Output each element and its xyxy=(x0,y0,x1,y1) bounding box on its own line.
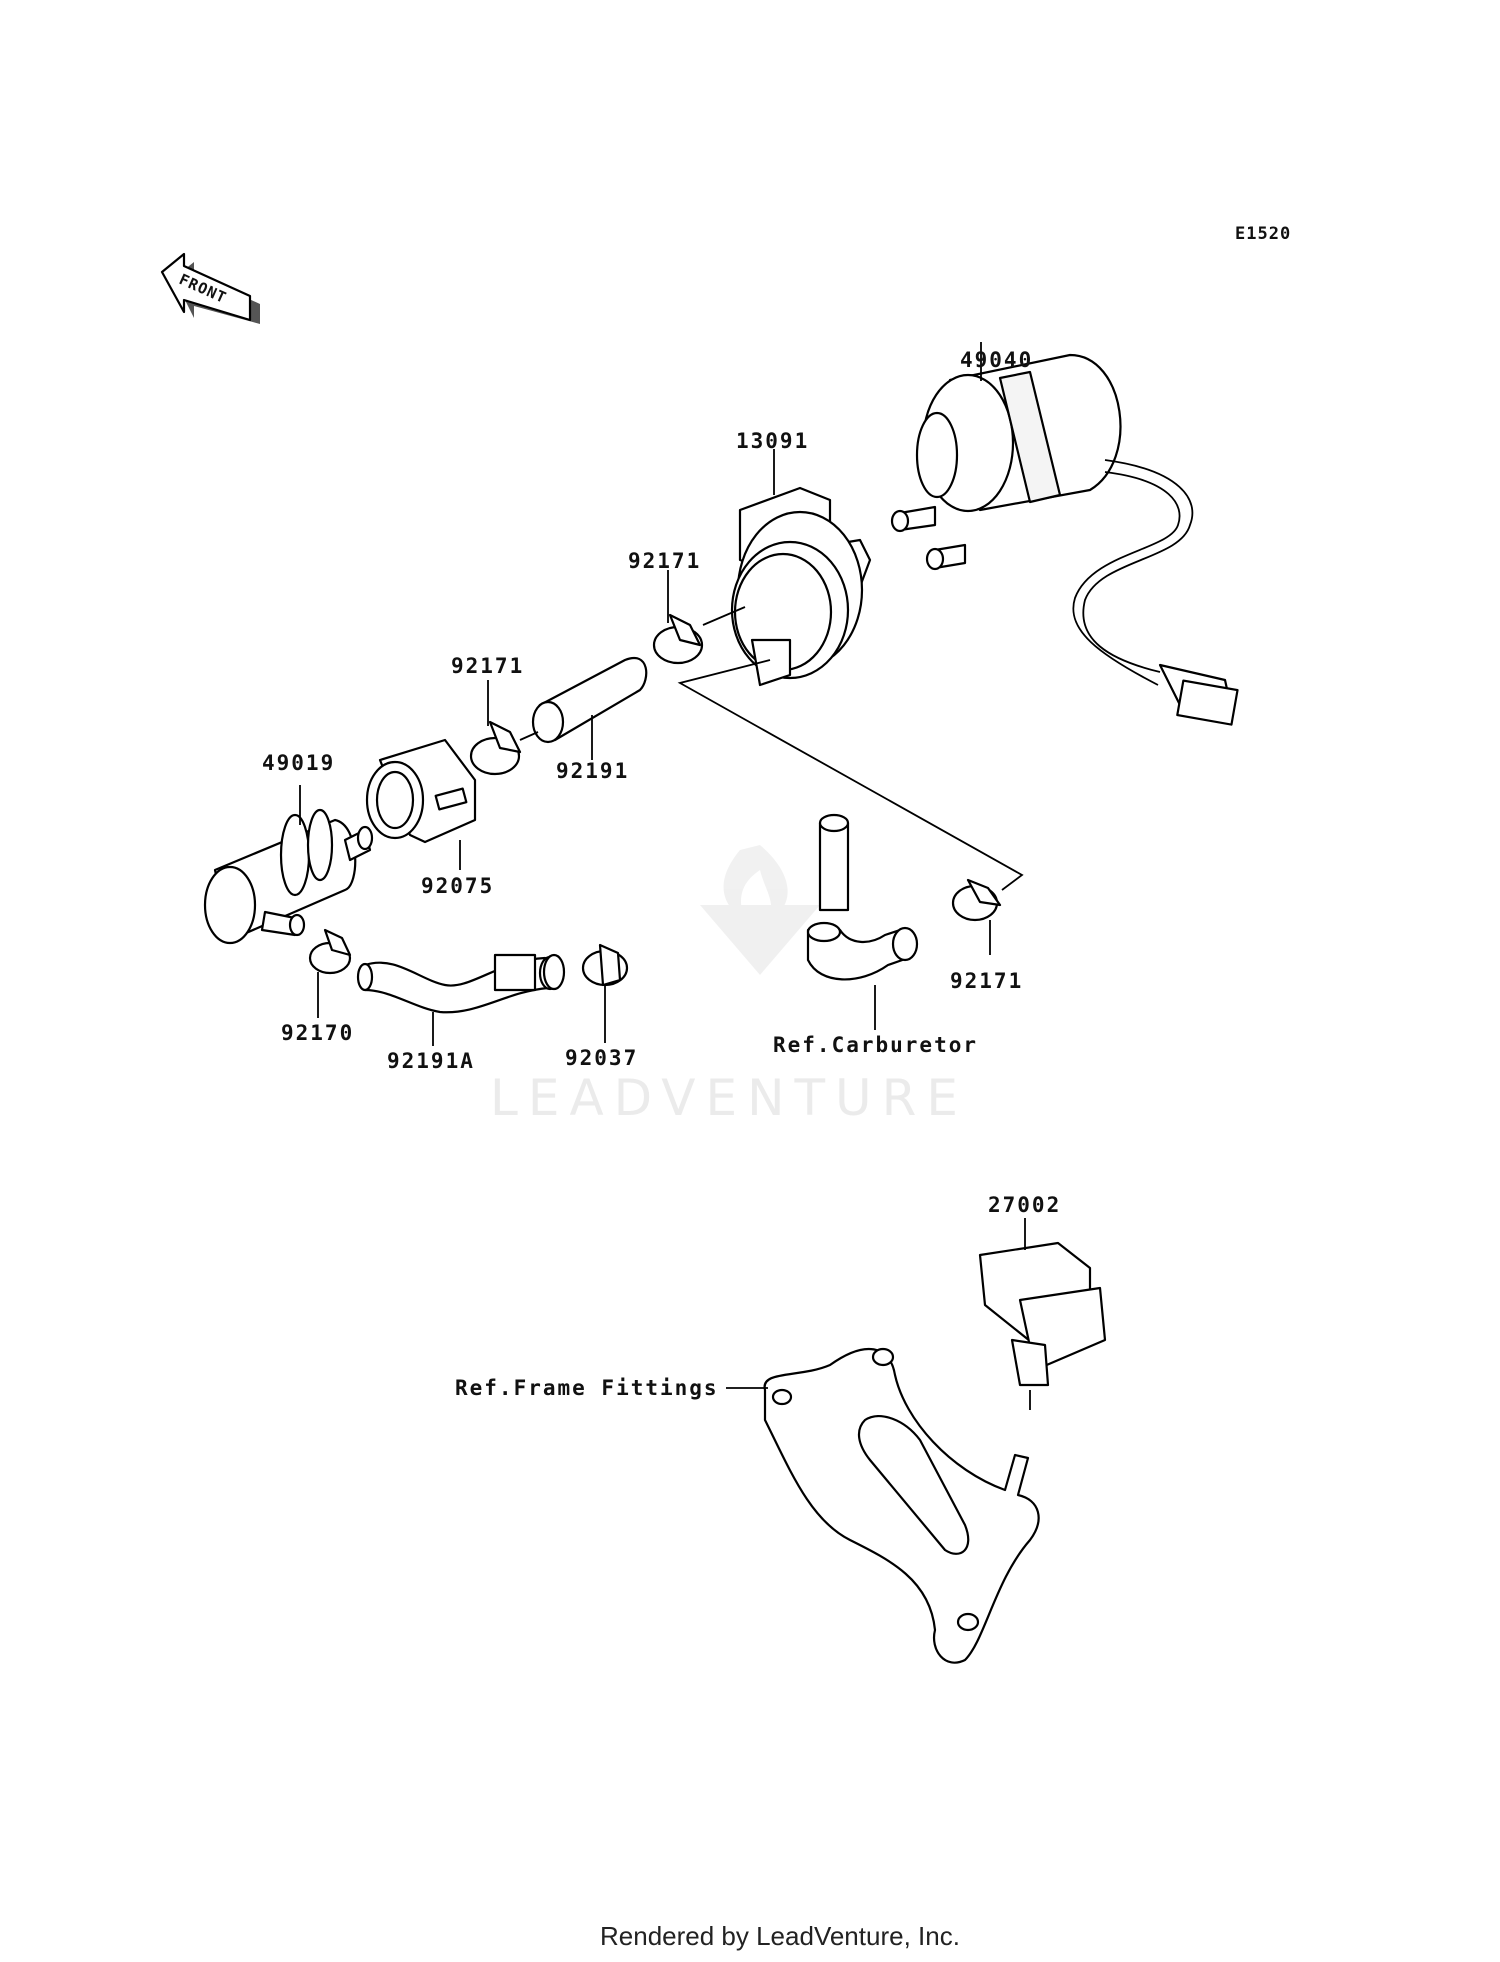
hose-92191A xyxy=(356,953,566,1014)
ref-carburetor-label: Ref.Carburetor xyxy=(773,1033,978,1057)
relay-27002 xyxy=(978,1241,1107,1387)
clamp-92171-mid xyxy=(469,720,522,776)
clamp-92037 xyxy=(581,943,629,987)
diagram-code: E1520 xyxy=(1235,224,1291,244)
part-label-13091: 13091 xyxy=(736,429,809,453)
ref-frame-fittings-label: Ref.Frame Fittings xyxy=(455,1376,719,1400)
part-label-92191: 92191 xyxy=(556,759,629,783)
part-label-92191A: 92191A xyxy=(387,1049,475,1073)
fuel-pump-49040 xyxy=(890,353,1239,726)
fuel-filter-49019 xyxy=(203,808,374,945)
footer-credit: Rendered by LeadVenture, Inc. xyxy=(600,1921,960,1951)
part-label-92171-right: 92171 xyxy=(950,969,1023,993)
part-label-92075: 92075 xyxy=(421,874,494,898)
part-label-92170: 92170 xyxy=(281,1021,354,1045)
frame-bracket xyxy=(763,1347,1040,1664)
part-label-92037: 92037 xyxy=(565,1046,638,1070)
watermark-logo: LEADVENTURE xyxy=(490,845,968,1127)
part-label-49019: 49019 xyxy=(262,751,335,775)
part-label-49040: 49040 xyxy=(960,348,1033,372)
clamp-92170 xyxy=(308,928,352,975)
carburetor-hose xyxy=(806,813,919,981)
watermark-text: LEADVENTURE xyxy=(490,1069,968,1127)
bracket-13091 xyxy=(730,486,872,687)
front-arrow-icon: FRONT xyxy=(160,252,260,324)
part-label-92171-top: 92171 xyxy=(628,549,701,573)
part-label-92171-mid: 92171 xyxy=(451,654,524,678)
clamp-92171-right xyxy=(951,878,1002,922)
hose-92191 xyxy=(531,656,648,744)
part-label-27002: 27002 xyxy=(988,1193,1061,1217)
cushion-92075 xyxy=(365,738,477,844)
clamp-92171-top xyxy=(652,613,704,665)
